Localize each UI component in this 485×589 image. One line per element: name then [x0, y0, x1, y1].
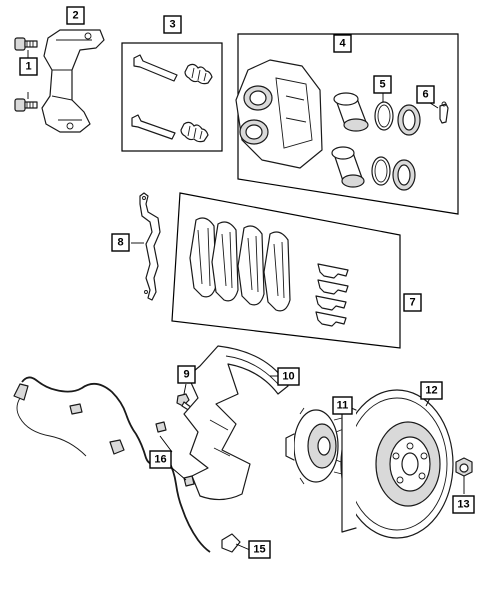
caliper-bracket [41, 29, 105, 133]
caliper-housing [235, 59, 323, 169]
callout-2: 2 [66, 6, 85, 25]
wheel-speed-sensor-harness [13, 376, 241, 553]
guide-pin-kit-frame [121, 42, 223, 152]
svg-text:6: 6 [422, 89, 428, 101]
callout-12: 12 [420, 381, 443, 400]
svg-text:8: 8 [117, 237, 123, 249]
callout-1: 1 [19, 57, 38, 76]
brake-pad-2 [211, 221, 239, 302]
piston-seal-upper [374, 101, 394, 131]
callout-7: 7 [403, 293, 422, 312]
bracket-bolt-upper [14, 37, 38, 51]
bracket-bolt-lower [14, 98, 38, 112]
callout-16: 16 [149, 450, 172, 469]
pad-abutment-clip-3 [315, 295, 347, 311]
bleeder-screw [439, 101, 449, 124]
caliper-kit-frame [237, 33, 459, 215]
guide-pin-boot-upper [184, 63, 213, 85]
svg-text:16: 16 [154, 454, 166, 466]
svg-text:13: 13 [457, 499, 469, 511]
guide-pin-upper [133, 54, 178, 82]
svg-text:12: 12 [425, 385, 437, 397]
guide-pin-boot-lower [180, 121, 209, 143]
brake-pad-3 [237, 225, 265, 306]
svg-text:2: 2 [72, 10, 78, 22]
brake-pad-4 [263, 231, 291, 312]
svg-text:5: 5 [379, 79, 385, 91]
pad-abutment-clip-2 [317, 279, 349, 295]
callout-9: 9 [177, 365, 196, 384]
piston-upper [333, 92, 369, 132]
hub-nut [455, 457, 473, 477]
anti-rattle-clip [139, 192, 161, 301]
callout-3: 3 [163, 15, 182, 34]
callout-4: 4 [333, 34, 352, 53]
svg-text:11: 11 [337, 400, 349, 412]
guide-pin-lower [131, 114, 176, 140]
brake-rotor [340, 389, 454, 539]
callout-11: 11 [332, 396, 353, 415]
svg-text:1: 1 [25, 61, 31, 73]
callout-13: 13 [452, 495, 475, 514]
pad-abutment-clip-1 [317, 263, 349, 279]
pad-kit-frame [171, 192, 401, 349]
svg-text:7: 7 [409, 297, 415, 309]
svg-text:10: 10 [282, 371, 294, 383]
dust-boot-upper [397, 104, 421, 136]
callout-15: 15 [248, 540, 271, 559]
svg-text:4: 4 [339, 38, 346, 50]
piston-lower [331, 146, 365, 188]
callout-8: 8 [111, 233, 130, 252]
dust-boot-lower [392, 159, 416, 191]
pad-abutment-clip-4 [315, 311, 347, 327]
piston-seal-lower [371, 156, 391, 186]
callout-6: 6 [416, 85, 435, 104]
splash-shield [183, 345, 289, 501]
svg-text:3: 3 [169, 19, 175, 31]
callout-5: 5 [373, 75, 392, 94]
svg-text:9: 9 [183, 369, 189, 381]
callout-10: 10 [277, 367, 300, 386]
hub-bearing [285, 407, 347, 485]
brake-pad-1 [189, 217, 217, 298]
svg-text:15: 15 [253, 544, 265, 556]
